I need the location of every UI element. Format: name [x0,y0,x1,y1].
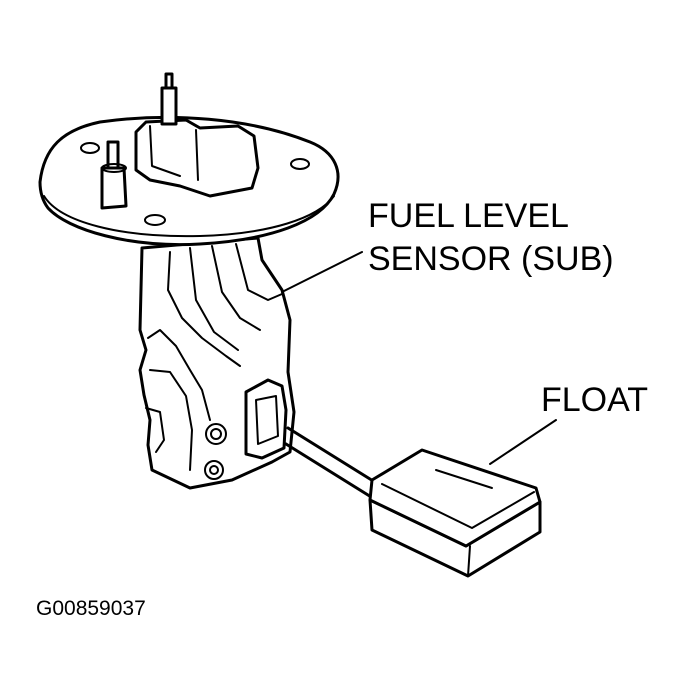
figure-code: G00859037 [36,597,146,620]
float-label: FLOAT [541,381,649,419]
float [368,448,542,578]
mounting-plate [38,72,340,247]
float-leader-line [489,419,557,465]
sensor-label-line2: SENSOR (SUB) [368,240,614,278]
float-arm [284,426,380,502]
sensor-label-line1: FUEL LEVEL [368,197,569,235]
sensor-body [138,236,296,490]
sensor-leader-line [281,251,363,293]
